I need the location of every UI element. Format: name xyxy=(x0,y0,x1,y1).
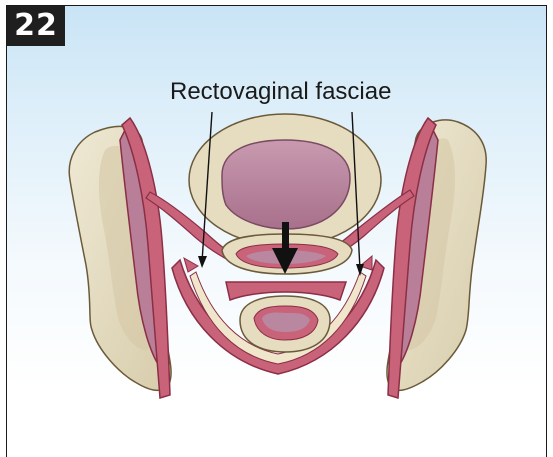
left-fascia-hook xyxy=(184,258,198,272)
rectum xyxy=(240,296,330,352)
rectovaginal-fasciae-label: Rectovaginal fasciae xyxy=(170,78,391,106)
